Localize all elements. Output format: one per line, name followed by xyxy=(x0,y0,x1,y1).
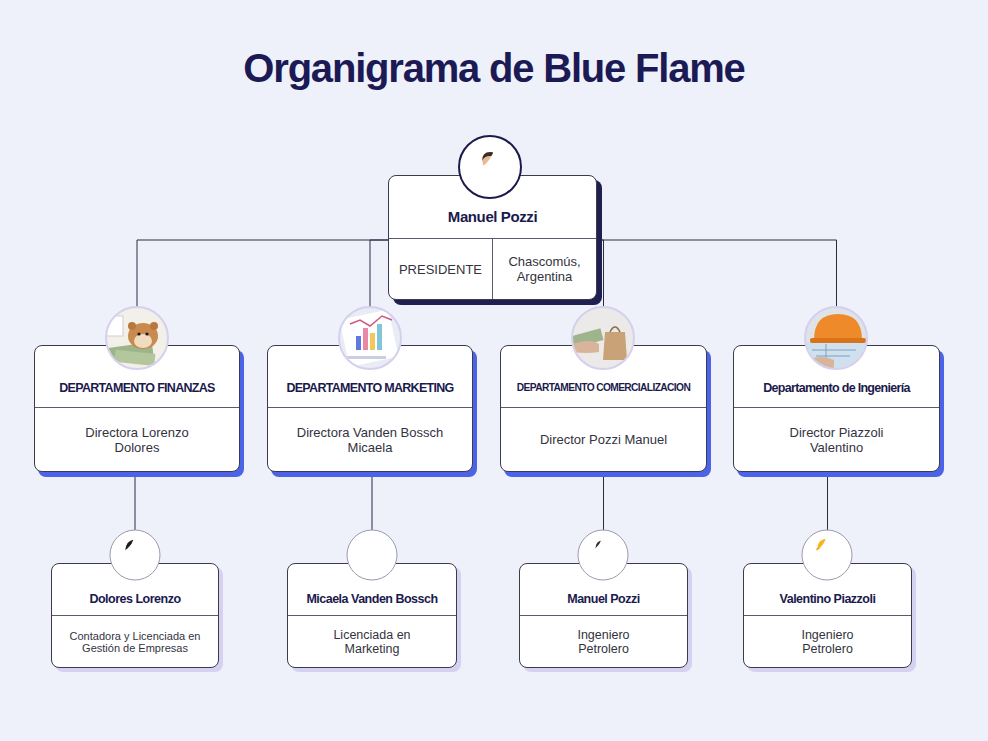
box-body: Director Piazzoli Valentino xyxy=(734,408,939,471)
box-text: Ingeniero Petrolero xyxy=(564,628,644,656)
department-box: DEPARTAMENTO FINANZAS Directora Lorenzo D… xyxy=(34,345,240,472)
box-body: Licenciada en Marketing xyxy=(288,616,456,667)
chart-title: Organigrama de Blue Flame xyxy=(0,46,988,91)
chart-line xyxy=(350,316,392,326)
box-body: Ingeniero Petrolero xyxy=(744,616,911,667)
box-heading: Manuel Pozzi xyxy=(448,208,537,225)
box-cell: Licenciada en Marketing xyxy=(288,616,456,667)
person-box: Manuel PozziIngeniero Petrolero xyxy=(519,563,688,668)
box-heading: Manuel Pozzi xyxy=(567,592,639,606)
box-heading-area: DEPARTAMENTO FINANZAS xyxy=(35,346,239,408)
person-box: Micaela Vanden BosschLicenciada en Marke… xyxy=(287,563,457,668)
department-box: Departamento de IngenieríaDirector Piazz… xyxy=(733,345,940,472)
org-connector xyxy=(597,240,604,345)
box-cell: Directora Vanden Bossch Micaela xyxy=(268,408,472,471)
box-heading-area: Micaela Vanden Bossch xyxy=(288,564,456,616)
box-body: Director Pozzi Manuel xyxy=(501,408,706,471)
box-text: Chascomús, Argentina xyxy=(495,254,595,284)
hard-hat-brim xyxy=(810,338,866,343)
box-cell: Contadora y Licenciada en Gestión de Emp… xyxy=(52,616,218,667)
org-connector xyxy=(370,240,388,345)
box-heading-area: DEPARTAMENTO MARKETING xyxy=(268,346,472,408)
hard-hat xyxy=(814,314,862,340)
box-heading-area: Departamento de Ingeniería xyxy=(734,346,939,408)
box-text: Directora Vanden Bossch Micaela xyxy=(285,425,455,455)
box-heading-area: Manuel Pozzi xyxy=(520,564,687,616)
box-body: Contadora y Licenciada en Gestión de Emp… xyxy=(52,616,218,667)
box-text: Contadora y Licenciada en Gestión de Emp… xyxy=(68,630,203,654)
box-text: Director Pozzi Manuel xyxy=(540,432,667,447)
box-cell: Director Piazzoli Valentino xyxy=(734,408,939,471)
org-connector xyxy=(827,472,828,563)
person-box: Valentino PiazzoliIngeniero Petrolero xyxy=(743,563,912,668)
hamster-eye xyxy=(137,332,140,335)
box-body: PRESIDENTE Chascomús, Argentina xyxy=(389,239,596,299)
box-body: Directora Lorenzo Dolores xyxy=(35,408,239,471)
box-heading: Valentino Piazzoli xyxy=(780,592,876,606)
bag-handle xyxy=(610,327,620,332)
department-box: DEPARTAMENTO MARKETING Directora Vanden B… xyxy=(267,345,473,472)
box-text: Ingeniero Petrolero xyxy=(788,628,868,656)
box-cell: Ingeniero Petrolero xyxy=(520,616,687,667)
org-connector xyxy=(372,472,373,563)
org-connector xyxy=(135,472,136,563)
hamster-eye xyxy=(145,332,148,335)
person-box: Dolores LorenzoContadora y Licenciada en… xyxy=(51,563,219,668)
box-heading: Departamento de Ingeniería xyxy=(763,381,909,395)
hamster-ear xyxy=(128,322,136,330)
box-heading: Micaela Vanden Bossch xyxy=(306,592,437,606)
org-connector xyxy=(597,240,837,345)
box-heading: DEPARTAMENTO FINANZAS xyxy=(59,381,214,395)
box-heading-area: Dolores Lorenzo xyxy=(52,564,218,616)
box-text: Director Piazzoli Valentino xyxy=(777,425,897,455)
president-box: Manuel PozziPRESIDENTE Chascomús, Argenti… xyxy=(388,175,597,300)
box-cell: Ingeniero Petrolero xyxy=(744,616,911,667)
box-heading: DEPARTAMENTO MARKETING xyxy=(286,381,453,395)
box-body: Directora Vanden Bossch Micaela xyxy=(268,408,472,471)
box-heading-area: DEPARTAMENTO COMERCIALIZACION xyxy=(501,346,706,408)
box-cell: PRESIDENTE xyxy=(389,239,492,299)
box-heading-area: Valentino Piazzoli xyxy=(744,564,911,616)
box-cell: Chascomús, Argentina xyxy=(492,239,596,299)
box-text: Licenciada en Marketing xyxy=(322,628,422,656)
paper xyxy=(107,316,123,336)
department-box: DEPARTAMENTO COMERCIALIZACION Director Po… xyxy=(500,345,707,472)
box-body: Ingeniero Petrolero xyxy=(520,616,687,667)
box-heading: Dolores Lorenzo xyxy=(89,592,180,606)
box-cell: Directora Lorenzo Dolores xyxy=(35,408,239,471)
box-cell: Director Pozzi Manuel xyxy=(501,408,706,471)
hamster-ear xyxy=(150,322,158,330)
box-heading-area: Manuel Pozzi xyxy=(389,176,596,239)
box-text: PRESIDENTE xyxy=(399,262,482,277)
org-connector xyxy=(137,240,388,345)
org-connector xyxy=(603,472,604,563)
box-heading: DEPARTAMENTO COMERCIALIZACION xyxy=(517,382,690,393)
box-text: Directora Lorenzo Dolores xyxy=(77,425,197,455)
